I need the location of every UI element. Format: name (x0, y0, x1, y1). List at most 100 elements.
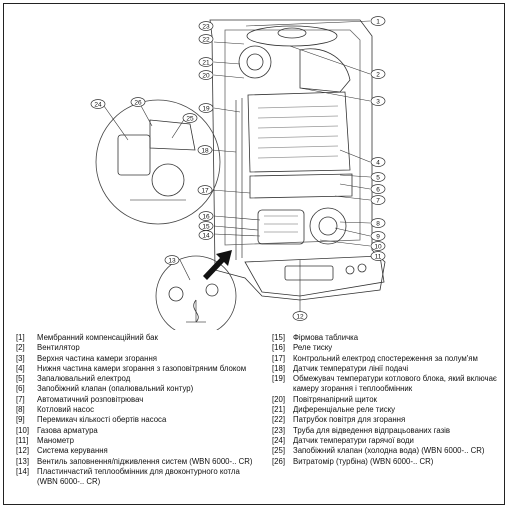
callout-25: 25 (182, 113, 198, 123)
legend-text: Запалювальний електрод (37, 374, 131, 384)
expansion-tank (246, 25, 338, 47)
callout-label: 23 (202, 23, 210, 30)
boiler-pump (309, 207, 347, 245)
callout-label: 2 (376, 71, 380, 78)
legend-text: Запобіжний клапан (холодна вода) (WBN 60… (293, 446, 485, 456)
legend-number: [18] (272, 363, 286, 373)
combustion-chamber (247, 91, 351, 173)
legend-number: [1] (16, 333, 25, 342)
callout-2: 2 (370, 69, 386, 79)
legend-row: [21]Диференціальне реле тиску (272, 405, 502, 415)
callout-16: 16 (198, 211, 214, 221)
legend-text: Пластинчастий теплообмінник для двоконту… (37, 466, 240, 487)
callout-7: 7 (370, 195, 386, 205)
legend-text: Обмежувач температури котлового блока, я… (293, 374, 497, 394)
callout-label: 26 (134, 99, 142, 106)
page-frame (3, 3, 505, 505)
legend-row: [12] Система керування (16, 446, 261, 456)
legend-row: [9] Перемикач кількості обертів насоса (16, 415, 261, 425)
legend-text: Труба для відведення відпрацьованих газі… (293, 425, 451, 435)
callout-label: 7 (376, 197, 380, 204)
legend-number: [9] (16, 415, 25, 425)
legend-row: [11]Манометр (16, 436, 261, 446)
legend-number: [7] (16, 394, 25, 404)
legend-number: [20] (272, 394, 286, 404)
callout-18: 18 (197, 145, 213, 155)
legend-number: [12] (16, 446, 30, 456)
legend-number: [24] (272, 435, 286, 445)
legend-row: [19] Обмежувач температури котлового блок… (272, 374, 502, 395)
legend-number: [17] (272, 353, 286, 363)
legend-row: [7] Автоматичний розповітрювач (16, 395, 261, 405)
callout-22: 22 (198, 34, 214, 44)
legend-number: [25] (272, 446, 286, 456)
callout-label: 12 (296, 313, 304, 320)
legend-text: Перемикач кількості обертів насоса (37, 415, 167, 425)
callout-6: 6 (370, 184, 386, 194)
callout-label: 5 (376, 174, 380, 181)
legend-right: [15]Фірмова табличка[16]Реле тиску[17]Ко… (272, 333, 502, 467)
legend-number: [2] (16, 343, 25, 353)
legend-text: Контрольний електрод спостереження за по… (293, 353, 478, 363)
callout-label: 16 (202, 213, 210, 220)
legend-number: [3] (16, 353, 25, 363)
callout-5: 5 (370, 172, 386, 182)
legend-text: Верхня частина камери згорання (37, 353, 157, 363)
boiler-casing (209, 19, 386, 301)
fan (238, 45, 272, 79)
callout-label: 1 (376, 18, 380, 25)
callout-label: 10 (374, 243, 382, 250)
callout-13: 13 (164, 255, 180, 265)
callout-12: 12 (292, 311, 308, 321)
legend-row: [23]Труба для відведення відпрацьованих … (272, 426, 502, 436)
callout-label: 25 (186, 115, 194, 122)
callout-label: 8 (376, 220, 380, 227)
callout-15: 15 (198, 221, 214, 231)
legend-row: [16]Реле тиску (272, 343, 502, 353)
legend-row: [8]Котловий насос (16, 405, 261, 415)
legend-text: Повітрянапірний щиток (293, 394, 377, 404)
legend-row: [3] Верхня частина камери згорання (16, 354, 261, 364)
legend-row: [13]Вентиль заповнення/підживлення систе… (16, 457, 261, 467)
legend-text: Датчик температури гарячої води (293, 435, 414, 445)
callout-label: 22 (202, 36, 210, 43)
callout-label: 11 (375, 253, 382, 260)
callout-label: 15 (202, 223, 210, 230)
legend-row: [14] Пластинчастий теплообмінник для двок… (16, 467, 261, 488)
callout-label: 17 (201, 187, 209, 194)
callout-19: 19 (198, 103, 214, 113)
legend-text: Реле тиску (293, 343, 333, 353)
callout-label: 24 (94, 101, 102, 108)
callout-17: 17 (197, 185, 213, 195)
legend-number: [19] (272, 374, 286, 384)
callout-label: 4 (376, 159, 380, 166)
legend-row: [25] Запобіжний клапан (холодна вода) (WB… (272, 446, 502, 456)
legend-number: [14] (16, 466, 30, 476)
legend-number: [22] (272, 415, 286, 425)
legend-number: [26] (272, 456, 286, 466)
legend-text: Вентилятор (37, 343, 80, 353)
callout-11: 11 (370, 251, 386, 261)
legend-row: [17] Контрольний електрод спостереження з… (272, 354, 502, 364)
callout-20: 20 (198, 70, 214, 80)
callout-9: 9 (370, 231, 386, 241)
callout-26: 26 (130, 97, 146, 107)
legend-text: Автоматичний розповітрювач (37, 394, 144, 404)
detail-magnifier-bottom (155, 255, 237, 330)
legend-row: [2] Вентилятор (16, 343, 261, 353)
legend-text: Газова арматура (37, 425, 98, 435)
legend-text: Система керування (37, 446, 108, 456)
callout-label: 18 (201, 147, 209, 154)
legend-row: [18] Датчик температури лінії подачі (272, 364, 502, 374)
callout-14: 14 (198, 230, 214, 240)
legend-row: [4]Нижня частина камери згорання з газоп… (16, 364, 261, 374)
callout-3: 3 (370, 96, 386, 106)
legend-left: [1] Мембранний компенсаційний бак [2] Венти… (16, 333, 261, 487)
callout-label: 3 (376, 98, 380, 105)
legend-text: Датчик температури лінії подачі (293, 363, 409, 373)
callout-1: 1 (370, 16, 386, 26)
legend-text: Мембранний компенсаційний бак (37, 333, 158, 342)
callout-label: 13 (168, 257, 176, 264)
legend-text: Манометр (37, 435, 74, 445)
